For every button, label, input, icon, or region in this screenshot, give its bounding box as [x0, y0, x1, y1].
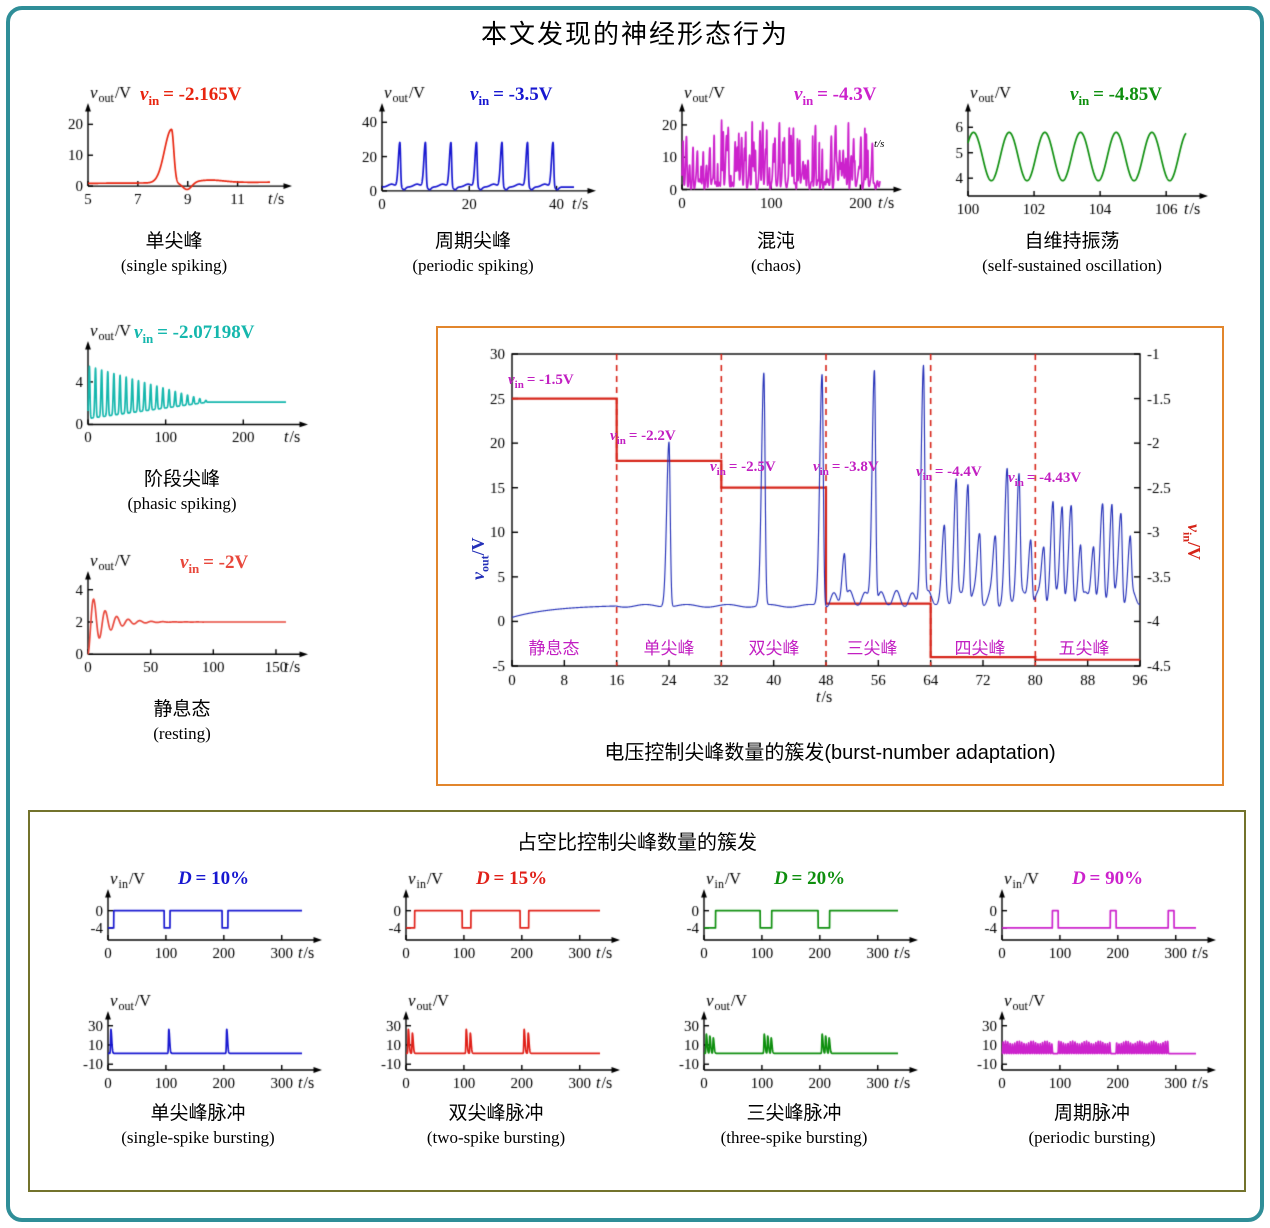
caption-en: (three-spike bursting): [720, 1127, 868, 1147]
duty-annotation: D = 15%: [476, 868, 548, 889]
burst-right-axis-label: vin/V: [1180, 524, 1204, 561]
caption-en: (periodic bursting): [1028, 1127, 1156, 1147]
burst-region-label: 五尖峰: [1058, 639, 1110, 658]
inner-ts-label: t/s: [874, 138, 884, 150]
burst-region-label: 双尖峰: [748, 639, 800, 658]
burst-plot: [454, 342, 1202, 712]
duty-annotation: D = 10%: [178, 868, 250, 889]
caption-cn: 单尖峰: [145, 231, 203, 252]
caption-cn: 自维持振荡: [1024, 231, 1120, 252]
burst-left-axis-label: vout/V: [468, 537, 492, 580]
duty-column-4: D = 90% 周期脉冲 (periodic bursting): [960, 812, 1224, 1190]
caption-en: (resting): [153, 723, 211, 743]
chart-oscillation: vin = -4.85V 自维持振荡 (self-sustained oscil…: [928, 84, 1216, 284]
burst-vin-annotation: vin = -4.43V: [1008, 470, 1082, 489]
per-sec-token: /s: [877, 138, 885, 150]
d15-vin-plot: [364, 870, 628, 966]
duty-annotation: D = 90%: [1072, 868, 1144, 889]
vin-annotation: vin = -4.85V: [1070, 84, 1162, 108]
caption-en: (two-spike bursting): [426, 1127, 566, 1147]
caption-en: (periodic spiking): [412, 255, 534, 275]
resting-plot: [48, 552, 316, 694]
oscillation-plot: [928, 84, 1216, 226]
duty-caption: 周期脉冲 (periodic bursting): [960, 1102, 1224, 1149]
d90-vin-plot: [960, 870, 1224, 966]
burst-caption: 电压控制尖峰数量的簇发(burst-number adaptation): [604, 742, 1056, 764]
chart-resting: vin = -2V 静息态 (resting): [48, 552, 316, 752]
chart-periodic-spiking: vin = -3.5V 周期尖峰 (periodic spiking): [342, 84, 604, 284]
figure-title: 本文发现的神经形态行为: [480, 19, 789, 49]
burst-region-label: 四尖峰: [954, 639, 1006, 658]
chart-caption: 静息态 (resting): [48, 698, 316, 745]
burst-region-label: 单尖峰: [643, 639, 695, 658]
caption-cn: 双尖峰脉冲: [448, 1103, 544, 1124]
chart-single-spiking: vin = -2.165V 单尖峰 (single spiking): [48, 84, 300, 284]
caption-en: (single spiking): [120, 255, 228, 275]
caption-en: (chaos): [750, 255, 802, 275]
chart-chaos: vin = -4.3V t/s 混沌 (chaos): [642, 84, 910, 284]
vin-annotation: vin = -2.165V: [140, 84, 242, 108]
duty-column-1: D = 10% 单尖峰脉冲 (single-spike bursting): [66, 812, 330, 1190]
d20-vin-plot: [662, 870, 926, 966]
t-token: t: [874, 138, 878, 150]
caption-cn: 阶段尖峰: [143, 469, 220, 490]
chart-phasic: vin = -2.07198V 阶段尖峰 (phasic spiking): [48, 322, 316, 522]
caption-cn: 三尖峰脉冲: [746, 1103, 842, 1124]
d20-vout-plot: [662, 992, 926, 1096]
duty-caption: 三尖峰脉冲 (three-spike bursting): [662, 1102, 926, 1149]
duty-annotation: D = 20%: [774, 868, 846, 889]
single-spiking-plot: [48, 84, 300, 226]
periodic-spiking-plot: [342, 84, 604, 226]
vin-annotation: vin = -2.07198V: [134, 322, 255, 346]
caption-en: (phasic spiking): [127, 493, 237, 513]
vin-annotation: vin = -4.3V: [794, 84, 877, 108]
duty-cycle-box: 占空比控制尖峰数量的簇发 D = 10% 单尖峰脉冲 (single-spike…: [28, 810, 1246, 1192]
burst-vin-annotation: vin = -4.4V: [916, 464, 982, 483]
vin-annotation: vin = -2V: [180, 552, 249, 576]
d15-vout-plot: [364, 992, 628, 1096]
phasic-plot: [48, 322, 316, 464]
burst-region-label: 静息态: [528, 639, 580, 658]
burst-vin-annotation: vin = -2.2V: [610, 428, 676, 447]
duty-column-2: D = 15% 双尖峰脉冲 (two-spike bursting): [364, 812, 628, 1190]
d10-vout-plot: [66, 992, 330, 1096]
duty-box-title: 占空比控制尖峰数量的簇发: [517, 832, 757, 854]
d90-vout-plot: [960, 992, 1224, 1096]
caption-en: (single-spike bursting): [121, 1127, 275, 1147]
caption-cn: 混沌: [756, 231, 795, 252]
duty-caption: 单尖峰脉冲 (single-spike bursting): [66, 1102, 330, 1149]
burst-adaptation-box: vout/V vin/V vin = -1.5V vin = -2.2V vin…: [436, 326, 1224, 786]
burst-vin-annotation: vin = -1.5V: [508, 372, 574, 391]
chart-caption: 周期尖峰 (periodic spiking): [342, 230, 604, 277]
chart-caption: 单尖峰 (single spiking): [48, 230, 300, 277]
caption-cn: 单尖峰脉冲: [150, 1103, 246, 1124]
burst-vin-annotation: vin = -3.8V: [813, 459, 879, 478]
chaos-plot: [642, 84, 910, 226]
caption-en: (self-sustained oscillation): [982, 255, 1162, 275]
caption-cn: 周期脉冲: [1053, 1103, 1130, 1124]
burst-region-label: 三尖峰: [846, 639, 898, 658]
caption-cn: 静息态: [153, 699, 211, 720]
caption-cn: 周期尖峰: [434, 231, 511, 252]
d10-vin-plot: [66, 870, 330, 966]
burst-vin-annotation: vin = -2.5V: [710, 459, 776, 478]
duty-caption: 双尖峰脉冲 (two-spike bursting): [364, 1102, 628, 1149]
duty-column-3: D = 20% 三尖峰脉冲 (three-spike bursting): [662, 812, 926, 1190]
chart-caption: 阶段尖峰 (phasic spiking): [48, 468, 316, 515]
chart-caption: 混沌 (chaos): [642, 230, 910, 277]
chart-caption: 自维持振荡 (self-sustained oscillation): [928, 230, 1216, 277]
vin-annotation: vin = -3.5V: [470, 84, 553, 108]
